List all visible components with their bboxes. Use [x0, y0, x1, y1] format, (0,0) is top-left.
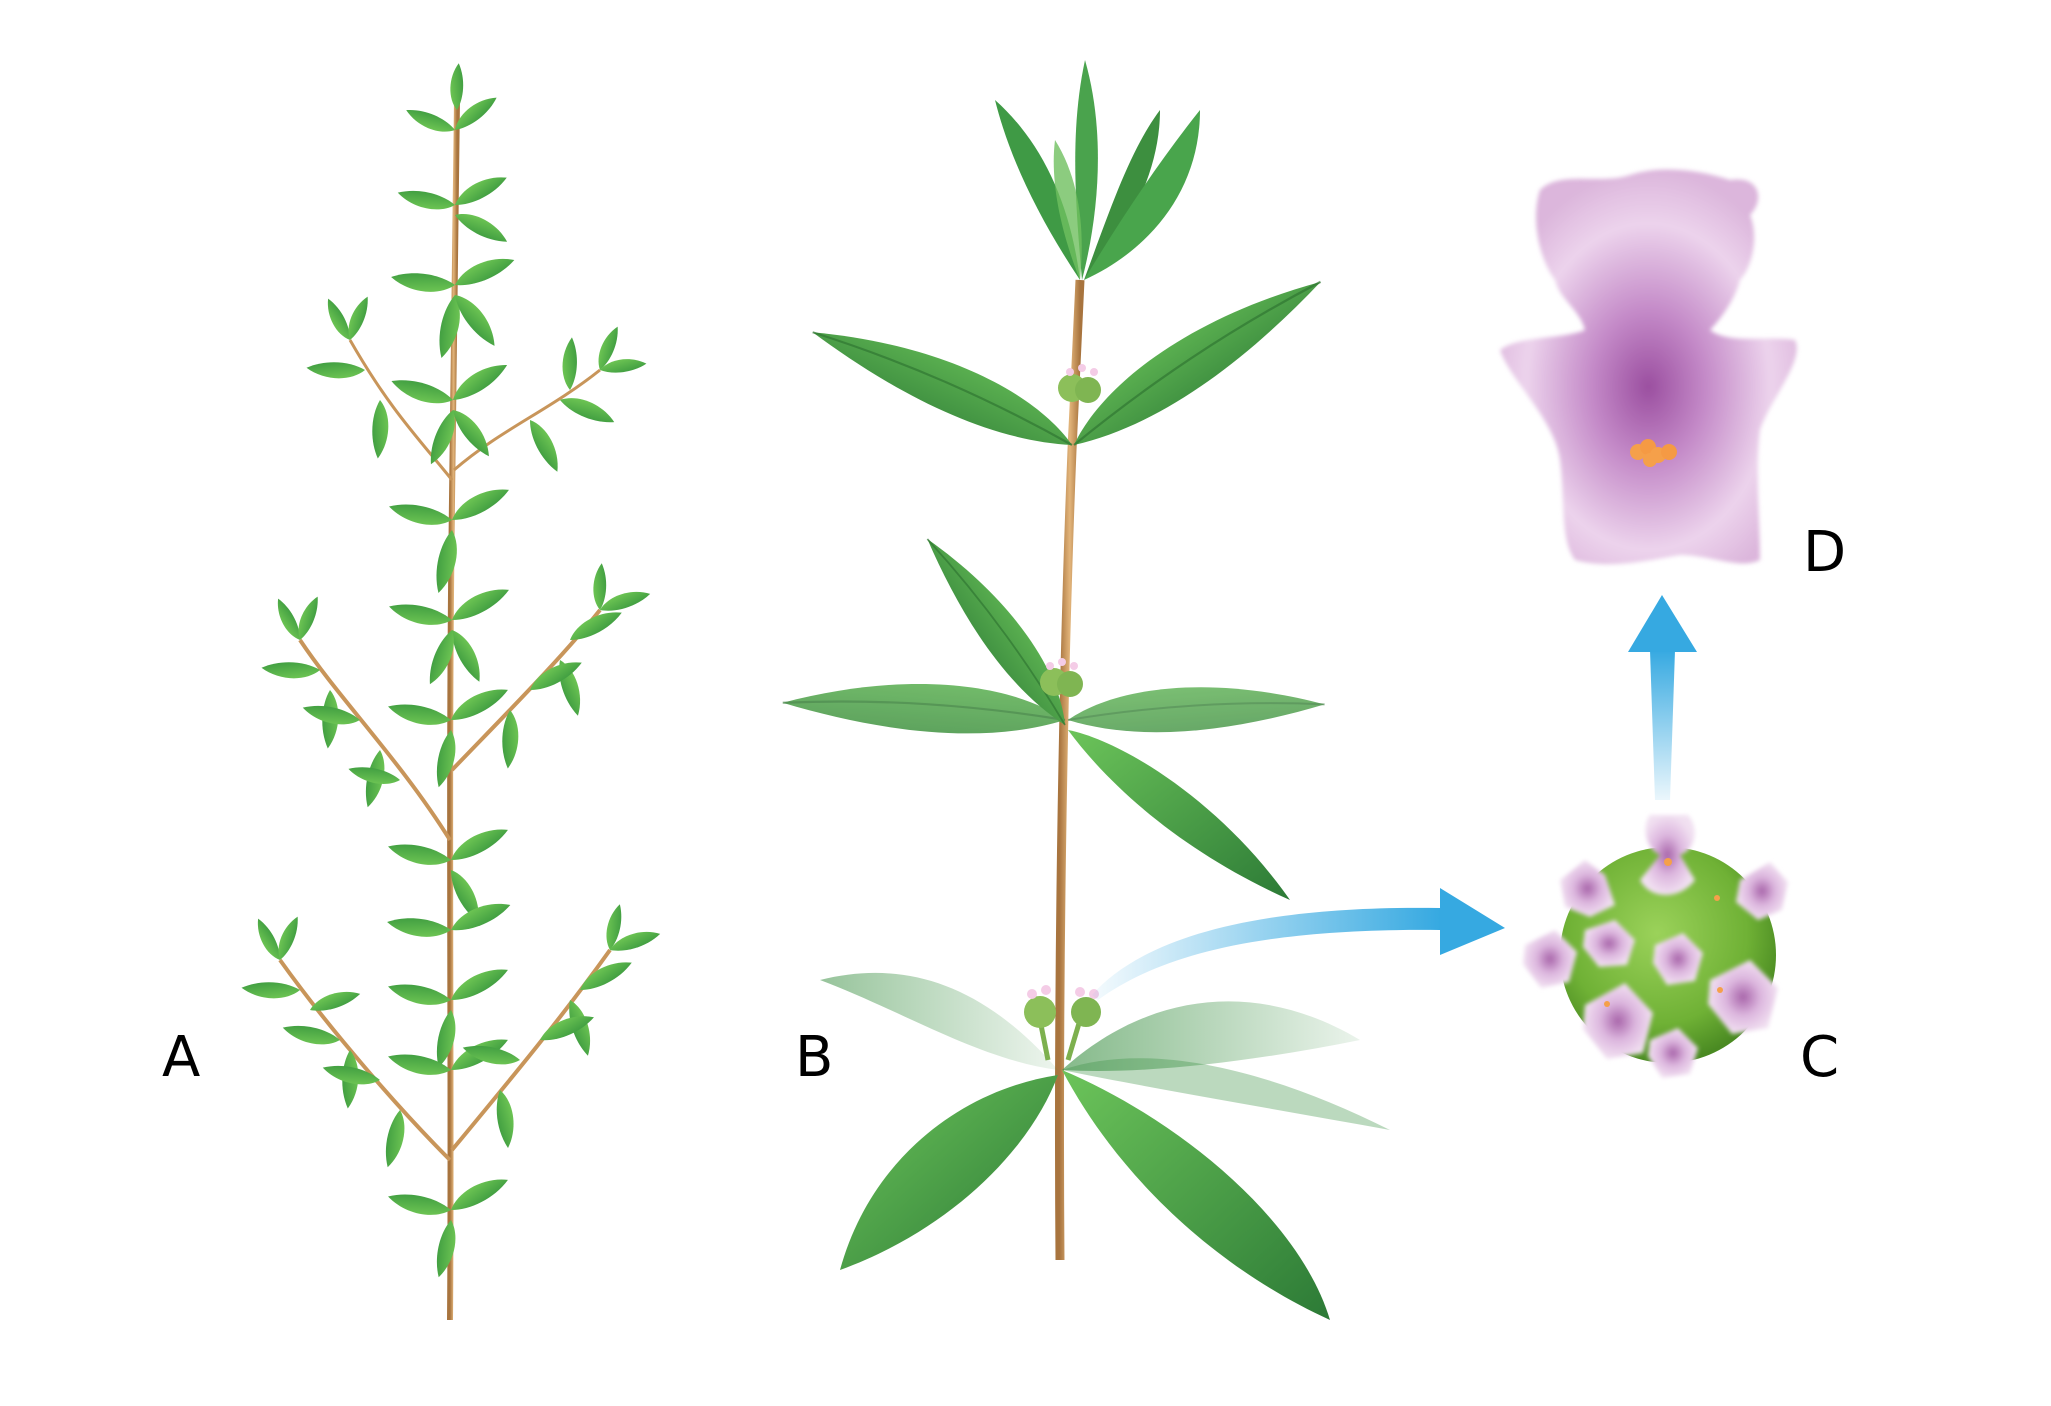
- panel-label-b: B: [795, 1025, 834, 1090]
- arrow-right-curved-icon: [1092, 888, 1505, 1000]
- panel-label-d: D: [1803, 520, 1847, 585]
- panel-b-stem: [781, 60, 1390, 1320]
- flower-head-upper: [1058, 364, 1101, 403]
- panel-d-single-flower: [1500, 169, 1797, 565]
- flower-head-middle: [1040, 658, 1083, 697]
- panel-label-a: A: [162, 1025, 201, 1090]
- panel-label-c: C: [1800, 1025, 1840, 1090]
- panel-a-plant: [240, 62, 662, 1321]
- panel-c-flower-head: [1523, 815, 1788, 1078]
- arrow-up-icon: [1628, 595, 1697, 800]
